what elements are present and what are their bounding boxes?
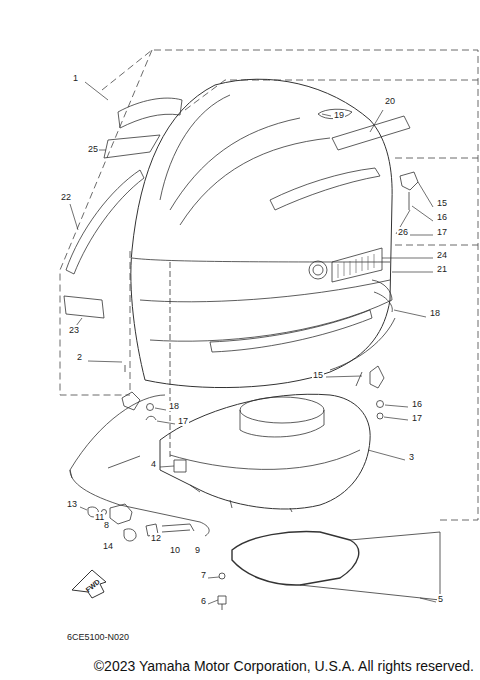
callout-number: 21 xyxy=(436,264,448,274)
callout-number: 19 xyxy=(333,110,345,120)
callout-number: 18 xyxy=(168,401,180,411)
callout-number: 7 xyxy=(200,570,207,580)
callout-number: 10 xyxy=(169,545,181,555)
callout-number: 18 xyxy=(429,308,441,318)
copyright-caption: ©2023 Yamaha Motor Corporation, U.S.A. A… xyxy=(94,658,474,674)
drawing-number: 6CE5100-N020 xyxy=(66,632,130,642)
direction-mark: FWD xyxy=(83,576,103,595)
callout-number: 1 xyxy=(72,73,79,83)
callout-number: 23 xyxy=(68,325,80,335)
callout-number: 5 xyxy=(437,594,444,604)
callout-number: 20 xyxy=(384,96,396,106)
callout-number: 8 xyxy=(103,520,110,530)
callout-number: 17 xyxy=(411,413,423,423)
callout-number: 2 xyxy=(76,352,83,362)
callout-number: 16 xyxy=(411,399,423,409)
callout-number: 26 xyxy=(397,227,409,237)
callout-number: 9 xyxy=(194,545,201,555)
callout-number: 17 xyxy=(436,227,448,237)
callout-number: 6 xyxy=(200,596,207,606)
callout-number: 25 xyxy=(87,144,99,154)
callout-number: 14 xyxy=(102,541,114,551)
callout-number: 24 xyxy=(436,250,448,260)
callout-number: 22 xyxy=(60,192,72,202)
callout-number: 3 xyxy=(408,452,415,462)
callout-number: 15 xyxy=(436,198,448,208)
callout-number: 16 xyxy=(436,212,448,222)
callout-number: 4 xyxy=(150,459,157,469)
callout-number: 13 xyxy=(66,499,78,509)
callout-number: 17 xyxy=(177,416,189,426)
callout-number: 12 xyxy=(150,533,162,543)
callout-number: 15 xyxy=(312,370,324,380)
